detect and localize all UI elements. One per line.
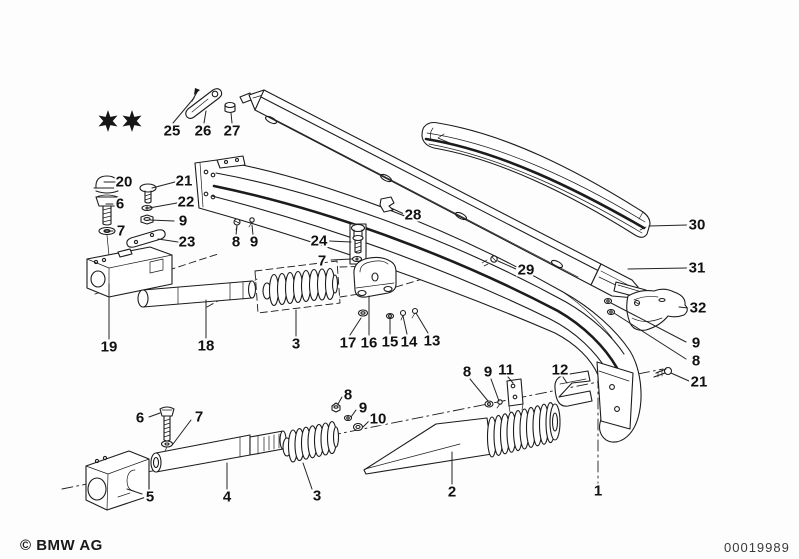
callout-30: 30 (689, 217, 706, 234)
callout-9: 9 (179, 213, 187, 230)
callout-27: 27 (224, 123, 241, 140)
callout-21: 21 (691, 374, 708, 391)
copyright-text: © BMW AG (20, 537, 103, 554)
callout-5: 5 (146, 489, 154, 506)
leader-line-30 (648, 224, 688, 227)
callout-10: 10 (370, 411, 387, 428)
callout-15: 15 (382, 334, 399, 351)
callout-22: 22 (178, 194, 195, 211)
leader-line-8 (235, 225, 238, 236)
callout-1: 1 (594, 483, 602, 500)
callout-25: 25 (164, 123, 181, 140)
callout-29: 29 (518, 262, 535, 279)
leader-line-25 (172, 97, 195, 124)
callout-28: 28 (405, 207, 422, 224)
leader-line-22 (148, 202, 178, 209)
callout-11: 11 (498, 362, 514, 379)
callout-3: 3 (313, 488, 321, 505)
callout-7: 7 (195, 409, 203, 426)
leader-line-8 (469, 378, 489, 402)
callout-9: 9 (484, 364, 492, 381)
drawing-number: 00019989 (724, 540, 790, 555)
leader-line-26 (203, 110, 207, 124)
rubber-strip-drawing (421, 121, 651, 238)
callout-19: 19 (101, 339, 118, 356)
callout-17: 17 (340, 335, 357, 352)
leader-line-21 (670, 372, 690, 382)
callout-14: 14 (401, 334, 418, 351)
callout-9: 9 (692, 335, 700, 352)
leader-line-32 (678, 306, 689, 309)
callout-18: 18 (198, 338, 215, 355)
callout-9: 9 (359, 400, 367, 417)
callout-24: 24 (311, 233, 328, 250)
callout-23: 23 (179, 234, 196, 251)
leader-line-9 (149, 219, 175, 222)
callout-6: 6 (116, 196, 124, 213)
leader-line-9 (610, 302, 687, 343)
leader-line-14 (402, 315, 408, 335)
leader-line-11 (507, 376, 514, 384)
leader-line-12 (562, 376, 568, 384)
callout-8: 8 (232, 234, 240, 251)
leader-line-3 (302, 462, 313, 490)
callout-2: 2 (448, 484, 456, 501)
callout-9: 9 (250, 234, 258, 251)
callout-7: 7 (117, 223, 125, 240)
left-mount-assembly-drawing (86, 246, 339, 308)
leader-line-28 (390, 207, 405, 215)
callout-4: 4 (223, 489, 232, 506)
callout-26: 26 (195, 123, 212, 140)
callout-32: 32 (690, 300, 707, 317)
callout-8: 8 (344, 387, 352, 404)
leader-line-8 (613, 312, 687, 360)
leader-line-24 (328, 240, 352, 243)
leader-line-29 (497, 260, 517, 270)
leader-line-17 (349, 317, 362, 336)
leader-line-13 (415, 312, 429, 334)
leader-line-23 (157, 238, 179, 243)
callout-16: 16 (361, 335, 378, 352)
leader-line-7 (330, 258, 353, 261)
strap-and-rivet-drawing (185, 88, 236, 120)
leader-line-7 (172, 419, 192, 445)
leader-line-9 (350, 409, 357, 418)
leader-line-31 (627, 267, 688, 270)
callout-6: 6 (136, 410, 144, 427)
leader-line-10 (362, 420, 370, 428)
callout-12: 12 (552, 362, 569, 379)
callout-3: 3 (292, 336, 300, 353)
bumper-bar-drawing (194, 155, 642, 443)
callout-8: 8 (463, 364, 471, 381)
callout-21: 21 (176, 173, 193, 190)
leader-line-27 (230, 112, 233, 124)
clamp-and-bolt-drawing (349, 223, 419, 321)
leader-line-21 (151, 181, 176, 189)
support-rail-drawing (239, 89, 639, 299)
leader-line-9 (251, 224, 254, 236)
callout-31: 31 (689, 260, 706, 277)
bottom-mount-assembly-drawing (85, 370, 593, 511)
callout-20: 20 (116, 174, 133, 191)
note-stars-icon (98, 110, 142, 132)
leader-line-9 (490, 378, 500, 402)
callout-13: 13 (424, 333, 441, 350)
leader-line-6 (148, 412, 161, 418)
callout-7: 7 (318, 253, 326, 270)
leader-line-8 (337, 396, 343, 405)
right-bracket-drawing (603, 281, 688, 378)
leader-line-5 (126, 488, 143, 495)
callout-8: 8 (692, 353, 700, 370)
